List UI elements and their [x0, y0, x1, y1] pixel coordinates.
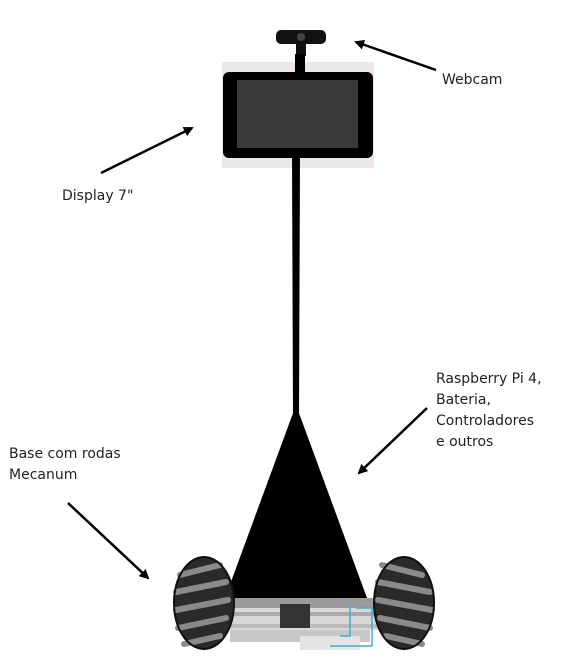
display-screen	[237, 80, 358, 148]
mast-top	[295, 54, 305, 74]
arrow-display	[101, 128, 192, 173]
label-base-line-2: Mecanum	[9, 465, 121, 486]
label-electronics-line-4: e outros	[436, 432, 542, 453]
right-mecanum-wheel	[374, 557, 434, 649]
label-electronics-line-1: Raspberry Pi 4,	[436, 369, 542, 390]
mast-pole	[292, 158, 300, 415]
webcam-device	[276, 30, 326, 56]
label-base: Base com rodas Mecanum	[9, 444, 121, 486]
label-webcam: Webcam	[442, 70, 502, 91]
label-electronics: Raspberry Pi 4, Bateria, Controladores e…	[436, 369, 542, 453]
label-base-line-1: Base com rodas	[9, 444, 121, 465]
display-7-inch	[223, 72, 373, 158]
electronics-housing	[225, 405, 367, 598]
label-electronics-line-3: Controladores	[436, 411, 542, 432]
label-electronics-line-2: Bateria,	[436, 390, 542, 411]
arrow-rpi	[359, 408, 427, 473]
left-mecanum-wheel	[174, 557, 234, 649]
label-display: Display 7"	[62, 186, 133, 207]
arrow-base	[68, 503, 148, 578]
